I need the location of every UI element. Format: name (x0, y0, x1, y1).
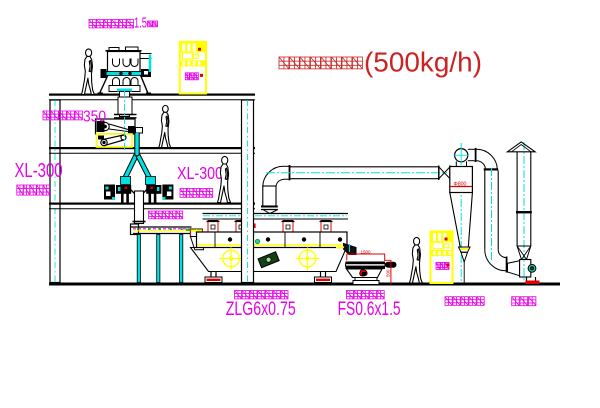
svg-text:XL-300: XL-300 (177, 163, 223, 183)
svg-text:ZLG6x0.75: ZLG6x0.75 (226, 299, 296, 320)
svg-text:(500kg/h): (500kg/h) (364, 47, 482, 78)
svg-text:Φ800: Φ800 (454, 181, 467, 187)
svg-text:350: 350 (83, 109, 106, 126)
svg-text:500: 500 (386, 269, 391, 277)
svg-text:1.5: 1.5 (134, 15, 147, 32)
svg-text:FS0.6x1.5: FS0.6x1.5 (338, 299, 401, 320)
svg-text:1500: 1500 (361, 249, 371, 255)
svg-text:XL-300: XL-300 (15, 159, 63, 182)
